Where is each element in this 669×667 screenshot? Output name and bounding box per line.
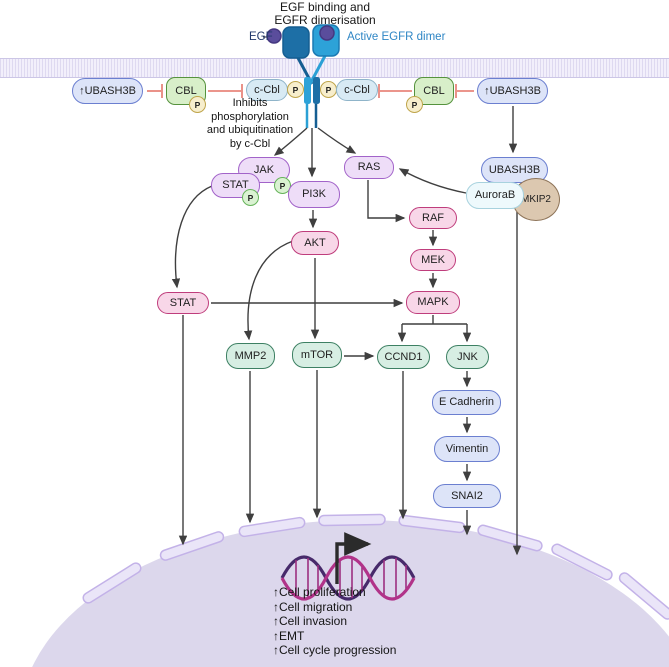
node-jnk: JNK <box>446 345 489 369</box>
node-ubash3b-left: ↑UBASH3B <box>72 78 143 104</box>
diagram-title: EGF binding and EGFR dimerisation <box>274 0 376 27</box>
node-ecadherin: E Cadherin <box>432 390 501 415</box>
outcome-item: ↑EMT <box>273 628 305 643</box>
transcription-arrow-icon <box>335 532 372 584</box>
nucleus-outcomes-list: ↑Cell proliferation ↑Cell migration ↑Cel… <box>273 585 396 658</box>
node-pi3k: PI3K <box>288 181 340 208</box>
phospho-badge: P <box>287 81 304 98</box>
node-vimentin: Vimentin <box>434 436 500 462</box>
plasma-membrane <box>0 58 669 78</box>
phospho-badge: P <box>406 96 423 113</box>
node-ras: RAS <box>344 156 394 179</box>
node-stat-cyto: STAT <box>157 292 209 314</box>
outcome-item: ↑Cell invasion <box>273 614 348 629</box>
node-akt: AKT <box>291 231 339 255</box>
node-mmp2: MMP2 <box>226 343 275 369</box>
phospho-badge: P <box>320 81 337 98</box>
node-ccbl-right: c-Cbl <box>336 79 378 101</box>
phospho-badge: P <box>274 177 291 194</box>
outcome-item: ↑Cell proliferation <box>273 585 366 599</box>
dna-icon <box>280 555 416 601</box>
phospho-badge: P <box>242 189 259 206</box>
egfr-receptor-icon <box>263 24 340 128</box>
outcome-item: ↑Cell migration <box>273 599 353 614</box>
node-mek: MEK <box>410 249 456 271</box>
inhibition-lines <box>147 84 474 98</box>
node-ccnd1: CCND1 <box>377 345 430 369</box>
phospho-badge: P <box>189 96 206 113</box>
nuclear-envelope-segments <box>82 513 669 620</box>
node-ubash3b-complex: UBASH3B <box>481 157 548 183</box>
egf-ligand-icon <box>266 28 282 44</box>
signal-arrows <box>171 106 522 556</box>
outcome-item: ↑Cell cycle progression <box>273 643 397 658</box>
active-egfr-dimer-label: Active EGFR dimer <box>347 31 446 43</box>
node-aurorab: AuroraB <box>466 182 524 209</box>
node-ubash3b-right: ↑UBASH3B <box>477 78 548 104</box>
inhibits-annotation: Inhibits phosphorylation and ubiquitinat… <box>206 97 294 150</box>
node-mtor: mTOR <box>292 342 342 368</box>
egf-label: EGF <box>249 31 273 43</box>
node-raf: RAF <box>409 207 457 229</box>
nucleus <box>32 513 669 667</box>
egf-ligand-icon <box>319 25 335 41</box>
node-snai2: SNAI2 <box>433 484 501 508</box>
node-mapk: MAPK <box>406 291 460 314</box>
